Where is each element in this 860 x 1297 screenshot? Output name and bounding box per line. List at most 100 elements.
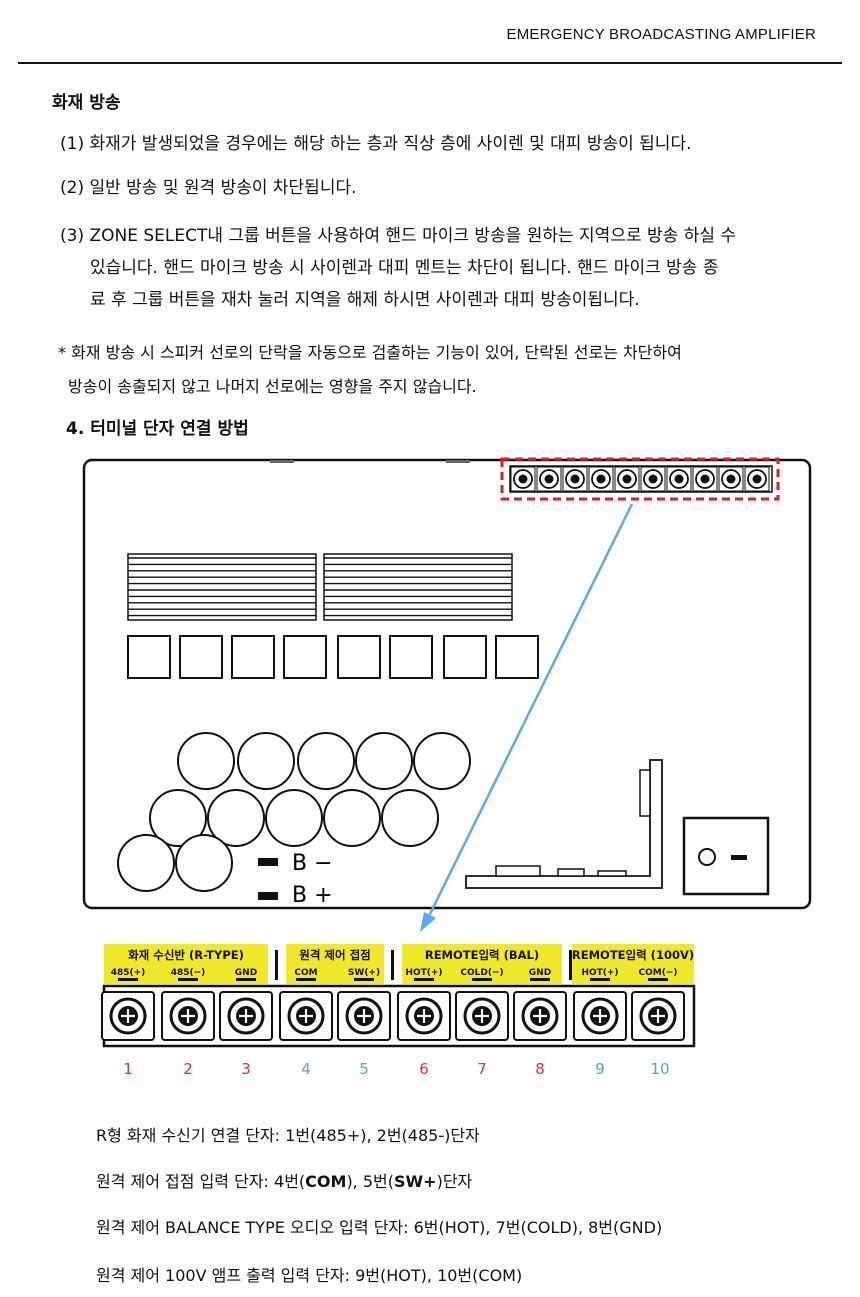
group-label-bg xyxy=(572,944,694,984)
square-button xyxy=(389,635,433,679)
terminal-number: 10 xyxy=(650,1060,669,1078)
top-screw-head xyxy=(674,474,684,484)
pointer-arrow xyxy=(426,503,634,919)
pin-label-underline xyxy=(296,978,316,981)
pin-label: HOT(+) xyxy=(405,968,442,978)
power-switch-o-icon xyxy=(698,848,716,866)
vent-left xyxy=(127,553,317,621)
group-label: REMOTE입력 (BAL) xyxy=(425,948,539,962)
list-item-line: (3) ZONE SELECT내 그룹 버튼을 사용하여 핸드 마이크 방송을 … xyxy=(60,226,737,246)
terminal-diagram: B − B + 화재 수신반 (R-TYPE)485(+)485(−)GND원격… xyxy=(82,457,812,1078)
pin-label: SW(+) xyxy=(348,968,380,978)
round-connector xyxy=(413,732,471,790)
terminal-number: 8 xyxy=(535,1060,545,1078)
pin-label-underline xyxy=(648,978,668,981)
arrow-head-icon xyxy=(420,912,436,932)
terminal-number: 9 xyxy=(595,1060,605,1078)
note: * 화재 방송 시 스피커 선로의 단락을 자동으로 검출하는 기능이 있어, … xyxy=(58,336,682,404)
group-label: 원격 제어 접점 xyxy=(299,948,371,962)
top-screw-head xyxy=(622,474,632,484)
round-connectors xyxy=(117,732,471,892)
round-connector xyxy=(149,789,207,847)
vent-right xyxy=(323,553,513,621)
group-separator xyxy=(275,950,278,980)
note-line: * 화재 방송 시 스피커 선로의 단락을 자동으로 검출하는 기능이 있어, … xyxy=(58,343,682,362)
group-label-bg xyxy=(104,944,268,984)
header-title: EMERGENCY BROADCASTING AMPLIFIER xyxy=(506,26,816,43)
terminal-section-title: 4. 터미널 단자 연결 방법 xyxy=(66,419,249,439)
group-separator xyxy=(391,950,394,980)
square-button xyxy=(231,635,275,679)
terminal-number: 3 xyxy=(241,1060,251,1078)
list-item: (2) 일반 방송 및 원격 방송이 차단됩니다. xyxy=(60,178,357,198)
terminal-number: 4 xyxy=(301,1060,311,1078)
power-switch xyxy=(682,816,770,896)
pin-label: COLD(−) xyxy=(460,968,503,978)
round-connector xyxy=(355,732,413,790)
highlight-box xyxy=(500,457,780,501)
pin-label: GND xyxy=(529,968,551,978)
square-button xyxy=(179,635,223,679)
top-screw-head xyxy=(726,474,736,484)
description-line: 원격 제어 접점 입력 단자: 4번(COM), 5번(SW+)단자 xyxy=(96,1172,473,1191)
top-screw-head xyxy=(700,474,710,484)
pin-label-underline xyxy=(414,978,434,981)
description-line: 원격 제어 BALANCE TYPE 오디오 입력 단자: 6번(HOT), 7… xyxy=(96,1218,663,1237)
list-item: (1) 화재가 발생되었을 경우에는 해당 하는 층과 직상 층에 사이렌 및 … xyxy=(60,134,692,154)
page-header: EMERGENCY BROADCASTING AMPLIFIER xyxy=(18,18,842,64)
pin-label: HOT(+) xyxy=(581,968,618,978)
round-connector xyxy=(117,834,175,892)
battery-plus-label: B + xyxy=(292,883,333,908)
list-item-line: 있습니다. 핸드 마이크 방송 시 사이렌과 대피 멘트는 차단이 됩니다. 핸… xyxy=(90,258,719,278)
round-connector xyxy=(207,789,265,847)
top-screw-head xyxy=(544,474,554,484)
pin-label: COM xyxy=(294,968,317,978)
list-item: (3) ZONE SELECT내 그룹 버튼을 사용하여 핸드 마이크 방송을 … xyxy=(60,220,830,316)
note-line: 방송이 송출되지 않고 나머지 선로에는 영향을 주지 않습니다. xyxy=(68,377,477,396)
description-line: 원격 제어 100V 앰프 출력 입력 단자: 9번(HOT), 10번(COM… xyxy=(96,1266,523,1285)
group-label: 화재 수신반 (R-TYPE) xyxy=(128,948,244,962)
pin-label-underline xyxy=(354,978,374,981)
pin-label: GND xyxy=(235,968,257,978)
group-separator xyxy=(569,950,572,980)
top-screw-head xyxy=(570,474,580,484)
pin-label: 485(+) xyxy=(111,968,146,978)
pcb-part xyxy=(495,865,541,877)
square-button xyxy=(337,635,381,679)
terminal-number: 2 xyxy=(183,1060,193,1078)
pin-label: 485(−) xyxy=(171,968,206,978)
square-buttons xyxy=(127,635,539,679)
round-connector xyxy=(237,732,295,790)
top-screw-head xyxy=(596,474,606,484)
round-connector xyxy=(323,789,381,847)
pin-label-underline xyxy=(118,978,138,981)
pcb-part xyxy=(639,769,651,817)
group-label: REMOTE입력 (100V) xyxy=(572,948,694,962)
pin-label-underline xyxy=(178,978,198,981)
top-terminal-screws xyxy=(510,466,770,492)
pin-label-underline xyxy=(530,978,550,981)
description-line: R형 화재 수신기 연결 단자: 1번(485+), 2번(485-)단자 xyxy=(96,1126,480,1145)
terminal-labels: 화재 수신반 (R-TYPE) 485(+) 485(−) GND 원격 제어 접점 CO… xyxy=(104,944,694,984)
battery-plus-terminal xyxy=(258,892,278,900)
square-button xyxy=(127,635,171,679)
panel-marking xyxy=(446,460,470,463)
power-switch-i-icon xyxy=(731,855,747,860)
round-connector xyxy=(177,732,235,790)
round-connector xyxy=(175,834,233,892)
top-screw-head xyxy=(648,474,658,484)
round-connector xyxy=(381,789,439,847)
pin-label-underline xyxy=(236,978,256,981)
terminal-number: 1 xyxy=(123,1060,133,1078)
list-item-line: 료 후 그룹 버튼을 재차 눌러 지역을 해제 하시면 사이렌과 대피 방송이됩… xyxy=(90,290,640,310)
terminal-number: 7 xyxy=(477,1060,487,1078)
top-screw-head xyxy=(518,474,528,484)
group-label-bg xyxy=(286,944,384,984)
pcb-part xyxy=(597,870,627,877)
battery-minus-terminal xyxy=(258,858,278,866)
terminal-number: 6 xyxy=(419,1060,429,1078)
pcb-bracket xyxy=(465,759,663,889)
pin-label-underline xyxy=(590,978,610,981)
panel-marking xyxy=(270,460,294,463)
